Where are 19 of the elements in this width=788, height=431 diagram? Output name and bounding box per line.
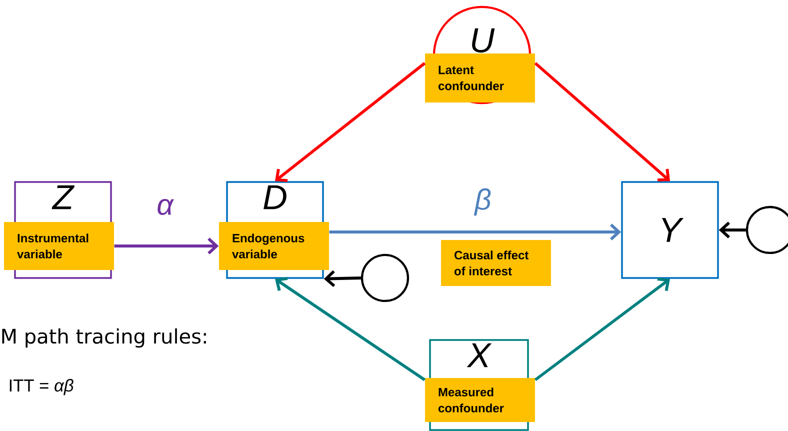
callout-box: Endogenous variable: [219, 222, 329, 270]
edge-label: β: [474, 188, 491, 216]
arrow: [324, 270, 361, 288]
edge-label: α: [158, 198, 174, 216]
arrow: [329, 224, 622, 240]
arrow: [114, 238, 219, 254]
note-text: ITT = αβ: [10, 378, 74, 396]
arrow: [534, 278, 670, 382]
callout-box: Latent confounder: [425, 54, 535, 102]
arrow: [534, 62, 670, 182]
arrow: [275, 277, 426, 382]
callout-box: Measured confounder: [425, 378, 535, 422]
callout-box: Causal effect of interest: [441, 240, 551, 286]
arrow: [275, 62, 426, 182]
note-text: M path tracing rules:: [2, 328, 206, 348]
variable-box: Y: [621, 181, 719, 279]
arrow: [718, 222, 746, 238]
error-circle: [360, 254, 410, 302]
callout-box: Instrumental variable: [4, 222, 114, 270]
